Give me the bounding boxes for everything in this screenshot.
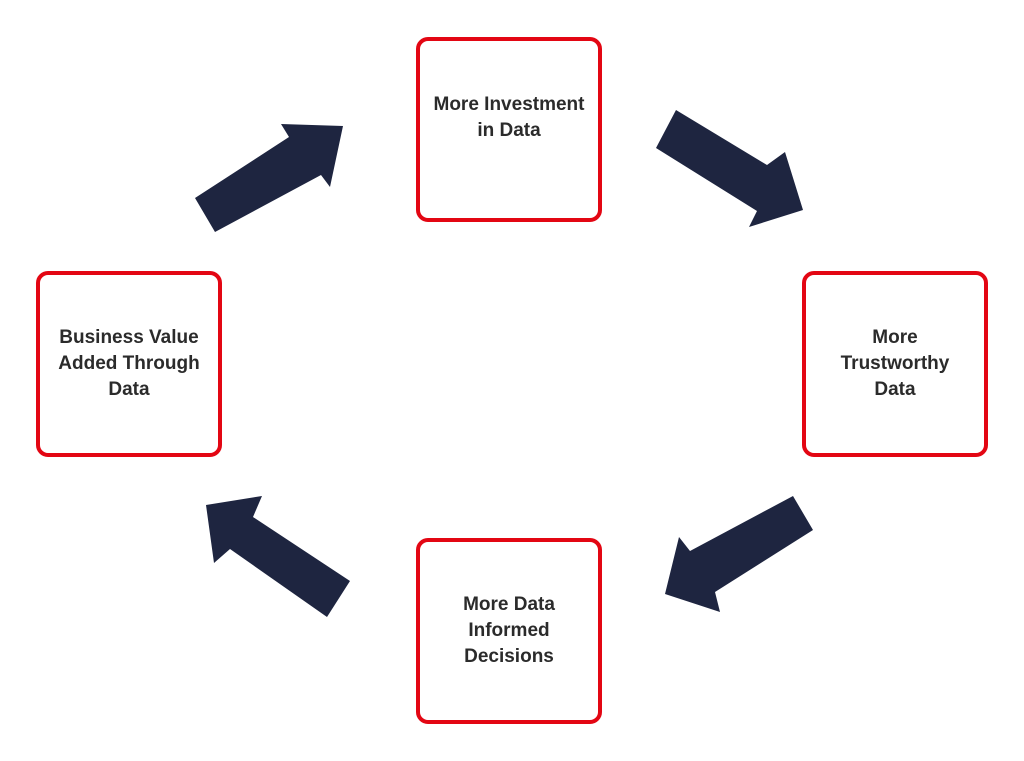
box-label: Business Value Added Through Data (58, 327, 200, 400)
arrow-up-right (195, 124, 343, 232)
arrow-up-left (206, 496, 350, 617)
arrow-down-left (665, 496, 813, 612)
box-label: More Trustworthy Data (840, 327, 950, 400)
box-more-investment-in-data: More Investment in Data (416, 37, 602, 222)
box-more-data-informed-decisions: More Data Informed Decisions (416, 538, 602, 724)
box-label: More Investment in Data (433, 93, 585, 141)
box-more-trustworthy-data: More Trustworthy Data (802, 271, 988, 457)
box-business-value-added-through-data: Business Value Added Through Data (36, 271, 222, 457)
arrow-down-right (656, 110, 803, 227)
box-label: More Data Informed Decisions (463, 594, 555, 667)
